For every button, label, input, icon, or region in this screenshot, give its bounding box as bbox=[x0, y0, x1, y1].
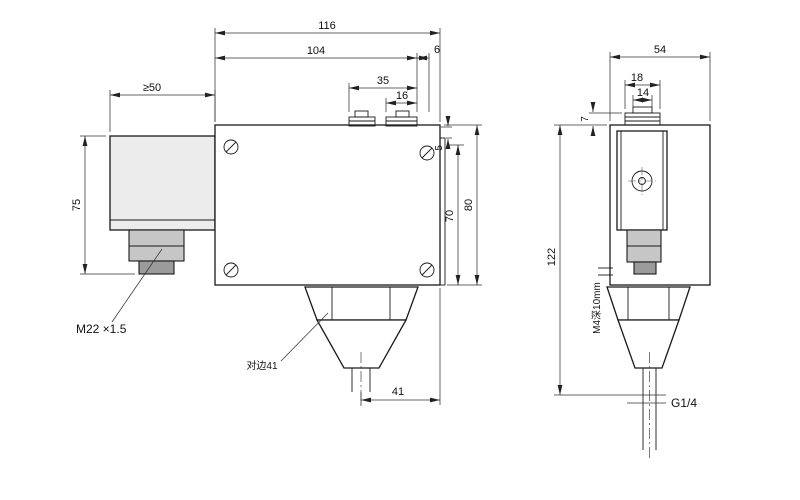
dim-text: 14 bbox=[637, 87, 649, 99]
side-top-part bbox=[616, 130, 668, 231]
front-terminal-screws bbox=[348, 110, 418, 127]
label-side-mount-hole: M4深10mm bbox=[591, 282, 603, 334]
dim-text: 41 bbox=[392, 386, 404, 398]
terminal-screw-body bbox=[385, 116, 418, 127]
terminal-screw-cap bbox=[632, 106, 653, 114]
front-cone bbox=[315, 319, 408, 369]
side-hex-nut bbox=[606, 286, 691, 321]
side-conduit-step2 bbox=[633, 261, 657, 275]
screw-slot bbox=[225, 141, 237, 153]
screw-icon bbox=[223, 139, 239, 155]
dim-front-total-height: 80 bbox=[444, 124, 482, 286]
dim-front-body-width: 104 bbox=[215, 45, 418, 112]
terminal-screw-body bbox=[348, 116, 376, 127]
terminal-screw-cap bbox=[354, 110, 369, 118]
screw-slot bbox=[421, 264, 433, 276]
screw-icon bbox=[419, 145, 435, 161]
dim-text: 54 bbox=[654, 44, 666, 56]
dim-text: 18 bbox=[631, 72, 643, 84]
front-conduit-step2 bbox=[138, 260, 175, 275]
dim-front-left-height: 75 bbox=[71, 135, 135, 275]
side-cone bbox=[617, 319, 680, 369]
side-terminal-screw bbox=[624, 106, 661, 126]
dim-text: 75 bbox=[71, 199, 83, 211]
terminal-screw-body bbox=[624, 112, 661, 126]
front-right-plate bbox=[439, 137, 446, 286]
screw-slot bbox=[225, 264, 237, 276]
side-view: 54 18 14 7 122 bbox=[546, 44, 711, 458]
front-corner-screws bbox=[223, 139, 435, 278]
dim-text: 104 bbox=[307, 45, 325, 57]
label-side-port-thread: G1/4 bbox=[627, 396, 697, 410]
front-view: 116 104 6 35 16 ≥50 bbox=[71, 20, 482, 406]
hex-flats-label: 对边41 bbox=[246, 359, 278, 372]
dim-side-terminal-inner: 14 bbox=[632, 87, 653, 109]
thread-label: M22 ×1.5 bbox=[76, 322, 127, 336]
side-mount-hole-marks bbox=[598, 267, 613, 276]
label-front-thread: M22 ×1.5 bbox=[76, 248, 163, 336]
dim-front-terminal-width: 35 bbox=[348, 75, 417, 112]
dim-text: 5 bbox=[434, 145, 445, 151]
label-front-hex-flats: 对边41 bbox=[246, 312, 329, 372]
dim-front-total-width: 116 bbox=[214, 20, 441, 122]
dim-text: 16 bbox=[396, 90, 408, 102]
mount-hole-label: M4深10mm bbox=[591, 282, 603, 334]
dim-text: 122 bbox=[546, 248, 558, 266]
port-thread-label: G1/4 bbox=[671, 396, 697, 410]
dim-text: 7 bbox=[580, 116, 591, 122]
front-main-body bbox=[214, 124, 441, 286]
dim-front-right-offset: 6 bbox=[417, 44, 440, 112]
dim-front-left-box-width: ≥50 bbox=[109, 82, 216, 132]
dim-front-top-step: 5 bbox=[434, 116, 452, 151]
dim-text: 80 bbox=[463, 199, 475, 211]
dim-text: 6 bbox=[434, 44, 440, 56]
dim-front-port-offset: 41 bbox=[360, 288, 441, 405]
screw-icon bbox=[223, 262, 239, 278]
screw-slot bbox=[421, 147, 433, 159]
dim-text: 35 bbox=[377, 75, 389, 87]
dim-text: 70 bbox=[444, 210, 456, 222]
front-conduit-step1 bbox=[128, 229, 185, 262]
dim-side-total-height: 122 bbox=[546, 124, 666, 396]
terminal-screw-cap bbox=[395, 110, 410, 118]
dim-text: ≥50 bbox=[143, 82, 161, 94]
dim-side-total-width: 54 bbox=[609, 44, 711, 121]
dim-side-terminal-width: 18 bbox=[624, 72, 661, 109]
screw-icon bbox=[419, 262, 435, 278]
dim-front-terminal-inner: 16 bbox=[385, 90, 417, 112]
front-left-box bbox=[109, 135, 216, 231]
dim-text: 116 bbox=[318, 20, 336, 32]
front-hex-nut bbox=[304, 286, 419, 321]
dim-front-inner-height: 70 bbox=[444, 144, 464, 285]
dim-side-screw-height: 7 bbox=[580, 102, 622, 136]
